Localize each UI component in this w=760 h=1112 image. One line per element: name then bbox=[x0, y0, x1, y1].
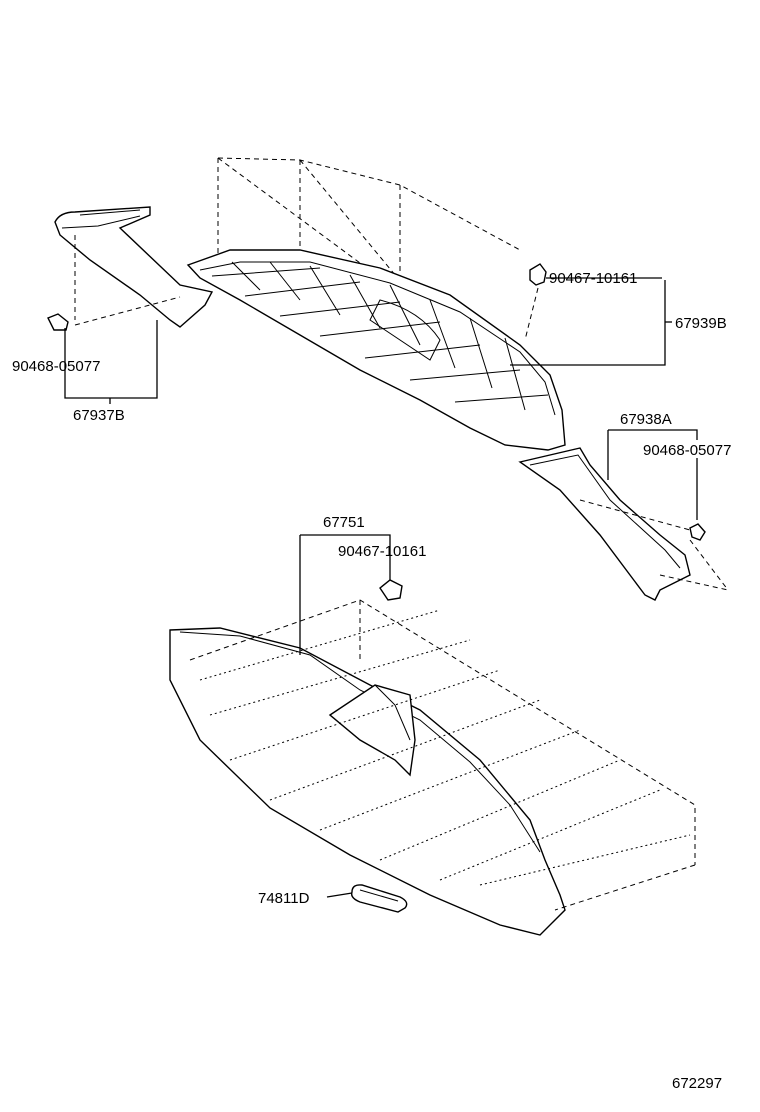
package-tray-upper bbox=[186, 249, 566, 451]
lower-phantom-box bbox=[189, 599, 696, 911]
clip-upper-right bbox=[524, 263, 662, 341]
label-90467-10161-mid: 90467-10161 bbox=[338, 543, 426, 560]
label-67751: 67751 bbox=[323, 514, 365, 531]
label-90467-10161-top: 90467-10161 bbox=[549, 270, 637, 287]
leader-lines bbox=[64, 280, 698, 655]
bezel-part bbox=[326, 884, 408, 913]
label-90468-05077-right: 90468-05077 bbox=[643, 442, 731, 459]
part-labels: 90467-10161 67939B 90468-05077 67937B 67… bbox=[12, 270, 731, 1092]
package-tray-lower bbox=[169, 579, 566, 936]
label-67938a: 67938A bbox=[620, 411, 672, 428]
label-67937b: 67937B bbox=[73, 407, 125, 424]
diagram-number: 672297 bbox=[672, 1075, 722, 1092]
label-74811d: 74811D bbox=[258, 890, 310, 907]
left-side-trim bbox=[47, 206, 214, 331]
right-side-trim bbox=[518, 447, 729, 601]
label-90468-05077-left: 90468-05077 bbox=[12, 358, 100, 375]
label-67939b: 67939B bbox=[675, 315, 727, 332]
